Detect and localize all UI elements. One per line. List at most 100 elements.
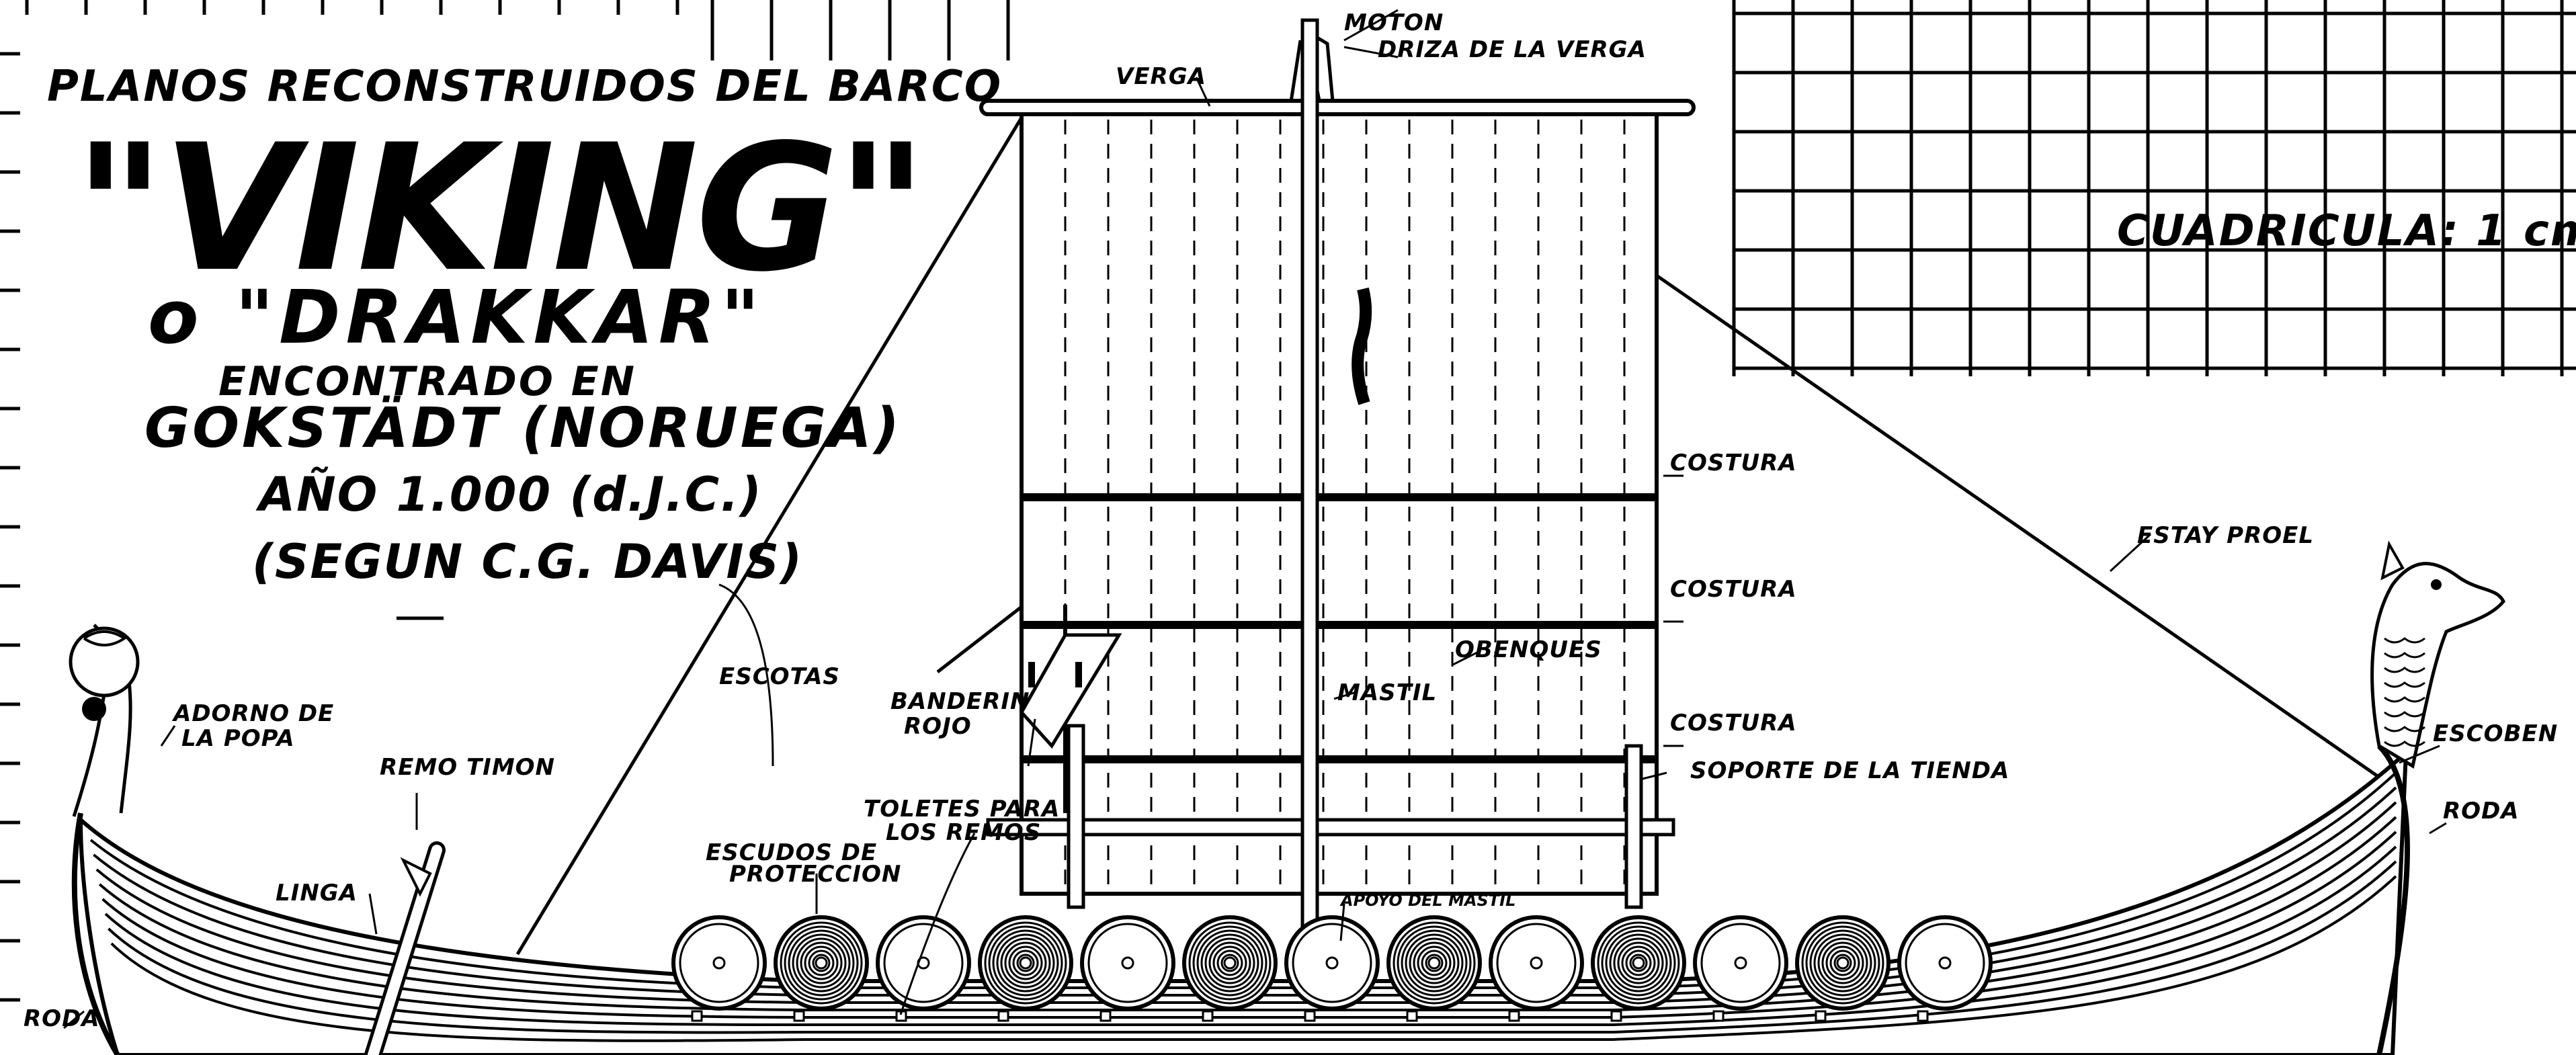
red-pennant [1019, 605, 1122, 813]
shield-ring [812, 954, 831, 972]
scale-mark [2384, 652, 2425, 659]
label-costura-2: COSTURA [1670, 576, 1797, 603]
shield-ring [788, 929, 855, 997]
shield-ring [808, 950, 835, 976]
shield-ring [1016, 954, 1035, 972]
sail-body [1020, 112, 1659, 896]
shield-ring [1208, 941, 1251, 984]
thole [1610, 1010, 1622, 1022]
shield-rim [1087, 923, 1168, 1003]
shield-ring [996, 933, 1055, 993]
shield-ring [1829, 950, 1856, 976]
shield-ring [784, 925, 859, 1001]
thole [1099, 1010, 1112, 1022]
shield-ring [800, 941, 843, 984]
shield-ring [1220, 954, 1239, 972]
label-verga: VERGA [1116, 63, 1206, 90]
shield-boss [1734, 956, 1747, 970]
shield-ring [1625, 950, 1652, 976]
label-escotas: ESCOTAS [719, 663, 840, 690]
sail-furl [1352, 287, 1372, 405]
shield-ring [1417, 945, 1452, 980]
shield-rim [679, 923, 759, 1003]
label-escudos-1: ESCUDOS DE [706, 839, 877, 866]
found-line: ENCONTRADO EN [218, 358, 636, 405]
label-mastil: MASTIL [1337, 679, 1437, 706]
title-block: PLANOS RECONSTRUIDOS DEL BARCO "VIKING" … [47, 62, 1001, 620]
label-estay-proel: ESTAY PROEL [2137, 522, 2314, 549]
label-obenques: OBENQUES [1455, 636, 1602, 663]
shield-ring [792, 933, 851, 993]
label-escoben: ESCOBEN [2433, 720, 2558, 747]
shield-boss [1938, 956, 1952, 970]
tent-support-bar [986, 818, 1675, 837]
label-moton: MOTON [1344, 9, 1444, 36]
source-line: (SEGUN C.G. DAVIS) [252, 534, 803, 589]
plank-line [104, 845, 2397, 1027]
shield-ring [1809, 929, 1876, 997]
shield-ring [1821, 941, 1864, 984]
stem-aft [71, 812, 120, 1055]
shield-ring [1613, 937, 1664, 988]
shield-ring [1621, 945, 1656, 980]
thole [1815, 1010, 1827, 1022]
scale-mark [2384, 637, 2425, 644]
shield-boss [1427, 956, 1441, 970]
sail [986, 112, 1675, 909]
label-linga: LINGA [276, 880, 358, 906]
thole [793, 1010, 805, 1022]
place-name: GOKSTÄDT (NORUEGA) [144, 396, 902, 460]
shield-ring [1008, 945, 1043, 980]
shield-ring [1801, 921, 1884, 1005]
shield-ring [1421, 950, 1448, 976]
grid-note: CUADRICULA: 1 cm. [2117, 206, 2576, 256]
thole [1508, 1010, 1520, 1022]
scale-mark [2384, 726, 2425, 732]
ship-name: "VIKING" [74, 108, 925, 310]
plank-line [110, 875, 2397, 1042]
shield-rim [1700, 923, 1781, 1003]
thole [997, 1010, 1009, 1022]
shield-rim [1905, 923, 1985, 1003]
stem-fwd [2376, 744, 2410, 1055]
tent-post-fwd [1624, 744, 1643, 909]
tent-post-aft [1067, 724, 1085, 909]
label-remo-timon: REMO TIMON [380, 754, 555, 781]
shield-ring [1833, 954, 1852, 972]
label-banderin: BANDERIN [890, 688, 1030, 715]
thole [1917, 1010, 1929, 1022]
thole [691, 1010, 703, 1022]
mast-pole [1300, 18, 1319, 950]
shield-boss [712, 956, 726, 970]
shield-ring [1004, 941, 1047, 984]
shield-boss [1325, 956, 1339, 970]
shield-ring [1597, 921, 1680, 1005]
shield-boss [1632, 956, 1645, 970]
label-costura-1: COSTURA [1670, 450, 1797, 476]
shield-rim [1496, 923, 1577, 1003]
label-toletes-1: TOLETES PARA [864, 796, 1060, 822]
escota-aft [515, 116, 1024, 956]
label-adorno-1: ADORNO DE [171, 700, 334, 727]
shield-ring [1813, 933, 1872, 993]
scale-mark [2384, 741, 2425, 747]
shield-ring [1413, 941, 1456, 984]
shield-ring [1609, 933, 1668, 993]
thole [1406, 1010, 1418, 1022]
steering-oar [364, 841, 446, 1055]
shield-boss [1530, 956, 1543, 970]
shield-row [671, 915, 1993, 1011]
shield-ring [1405, 933, 1464, 993]
label-roda-fwd: RODA [2443, 798, 2520, 825]
shield-ring [1409, 937, 1460, 988]
shield-ring [1192, 925, 1268, 1001]
label-apoyo: APOYO DEL MASTIL [1339, 891, 1515, 910]
shield-ring [984, 921, 1067, 1005]
shield-ring [1401, 929, 1468, 997]
shield-boss [815, 956, 828, 970]
shield-ring [1188, 921, 1272, 1005]
year-line: AÑO 1.000 (d.J.C.) [255, 467, 763, 522]
shield-ring [1629, 954, 1648, 972]
scale-mark [2384, 681, 2425, 688]
grid-squares [710, 0, 2576, 376]
